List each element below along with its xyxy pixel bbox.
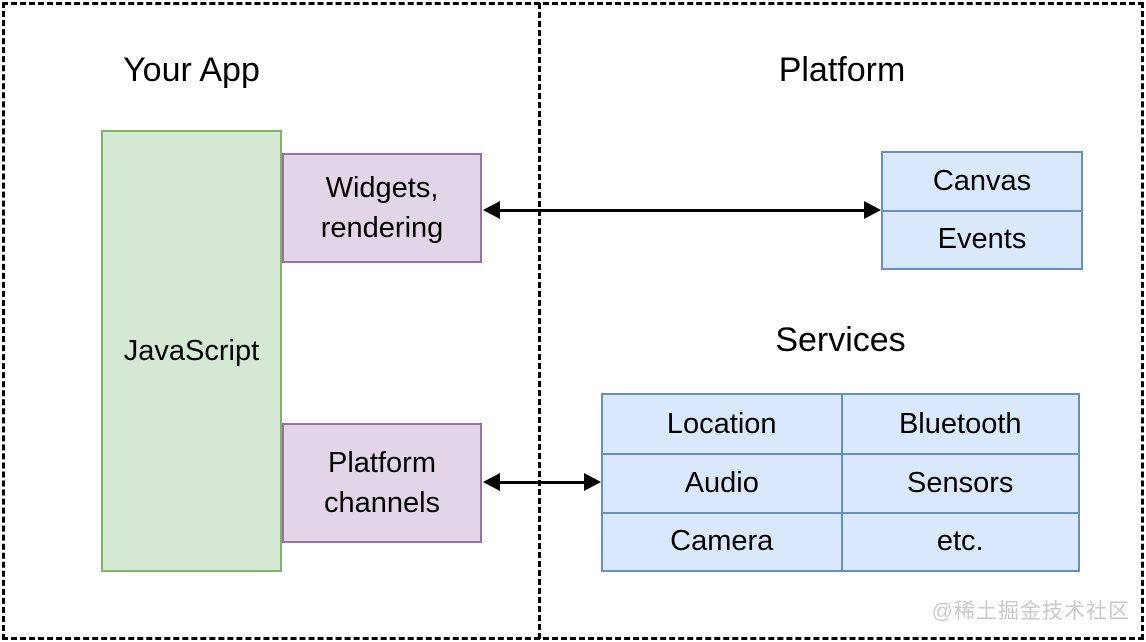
services-cell-camera: Camera: [603, 511, 841, 570]
services-cell-bluetooth: Bluetooth: [840, 395, 1079, 454]
watermark: @稀土掘金技术社区: [931, 600, 1130, 623]
arrowhead-left-icon: [483, 473, 500, 491]
arrowhead-left-icon: [483, 201, 500, 219]
platform-channels-box: Platform channels: [282, 423, 482, 543]
arrowhead-right-icon: [584, 473, 601, 491]
arrow-shaft: [494, 208, 870, 212]
platform-channels-label-line1: Platform: [328, 447, 436, 479]
javascript-label: JavaScript: [123, 335, 260, 367]
widgets-rendering-label-line1: Widgets,: [325, 172, 439, 204]
arrow-shaft: [494, 480, 590, 484]
services-table: Location Bluetooth Audio Sensors Camera …: [601, 393, 1080, 572]
javascript-box: JavaScript: [101, 130, 282, 572]
platform-title: Platform: [778, 51, 906, 89]
services-title: Services: [775, 321, 906, 359]
your-app-title: Your App: [123, 51, 260, 89]
arrow-channels-to-services: [483, 467, 601, 497]
section-divider-dashed-line: [538, 3, 541, 639]
platform-channels-label-line2: channels: [323, 487, 441, 519]
widgets-rendering-box: Widgets, rendering: [282, 153, 482, 263]
canvas-row: Canvas: [932, 164, 1032, 197]
widgets-rendering-label-line2: rendering: [320, 212, 444, 244]
events-row: Events: [883, 209, 1081, 269]
services-cell-sensors: Sensors: [840, 453, 1078, 512]
services-cell-etc: etc.: [840, 511, 1078, 570]
services-cell-audio: Audio: [603, 453, 841, 511]
arrow-widgets-to-canvas: [483, 195, 881, 225]
canvas-events-box: Canvas Events: [881, 151, 1083, 270]
arrowhead-right-icon: [864, 201, 881, 219]
services-cell-location: Location: [666, 407, 777, 440]
